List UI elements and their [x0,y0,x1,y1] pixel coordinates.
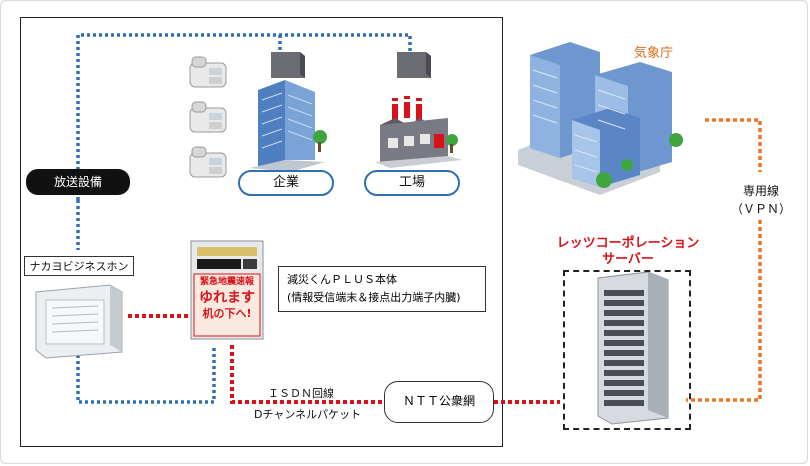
server-label: レッツコーポレーション サーバー [549,236,707,268]
factory-label: 工場 [364,170,460,196]
isdn-line-label: ＩＳＤＮ回線 [268,387,334,400]
blue-network-line [76,33,412,404]
red-isdn-line [128,314,560,404]
orange-vpn-line [686,118,762,402]
device-alert-line3: 机の下へ! [202,307,252,320]
broadcast-equipment-label: 放送設備 [26,169,130,195]
main-unit-title: 減災くんＰＬＵＳ本体 [287,273,397,286]
main-unit-label: 減災くんＰＬＵＳ本体 (情報受信端末＆接点出力端子内臓) [278,266,486,312]
jma-label: 気象庁 [634,46,674,61]
server-rack-icon [597,271,669,425]
vpn-text: （ＶＰＮ） [730,202,791,216]
jma-building-icon [518,42,683,195]
factory-icon [375,96,462,168]
company-label: 企業 [238,170,334,196]
terminal-box-icon [271,52,431,78]
server-dashed-box [563,270,691,430]
telephone-icon [189,56,227,178]
dedicated-line-label: 専用線 （ＶＰＮ） [730,182,792,218]
device-alert-line1: 緊急地震速報 [199,277,254,287]
disaster-alert-device-icon [190,240,264,340]
office-building-icon [250,80,327,172]
server-label-line2: サーバー [602,252,654,267]
business-phone-pbx-icon [35,284,123,359]
dedicated-line-text: 専用線 [742,184,779,198]
device-alert-text: 緊急地震速報 ゆれます 机の下へ! [194,276,260,321]
server-label-line1: レッツコーポレーション [556,236,700,251]
nakayo-phone-label: ナカヨビジネスホン [24,256,134,276]
main-unit-subtitle: (情報受信端末＆接点出力端子内臓) [287,291,461,304]
ntt-public-network-label: ＮＴＴ公衆網 [384,381,494,423]
device-alert-line2: ゆれます [199,290,255,306]
d-channel-packet-label: Dチャンネルパケット [254,408,362,421]
customer-site-box [20,17,503,447]
